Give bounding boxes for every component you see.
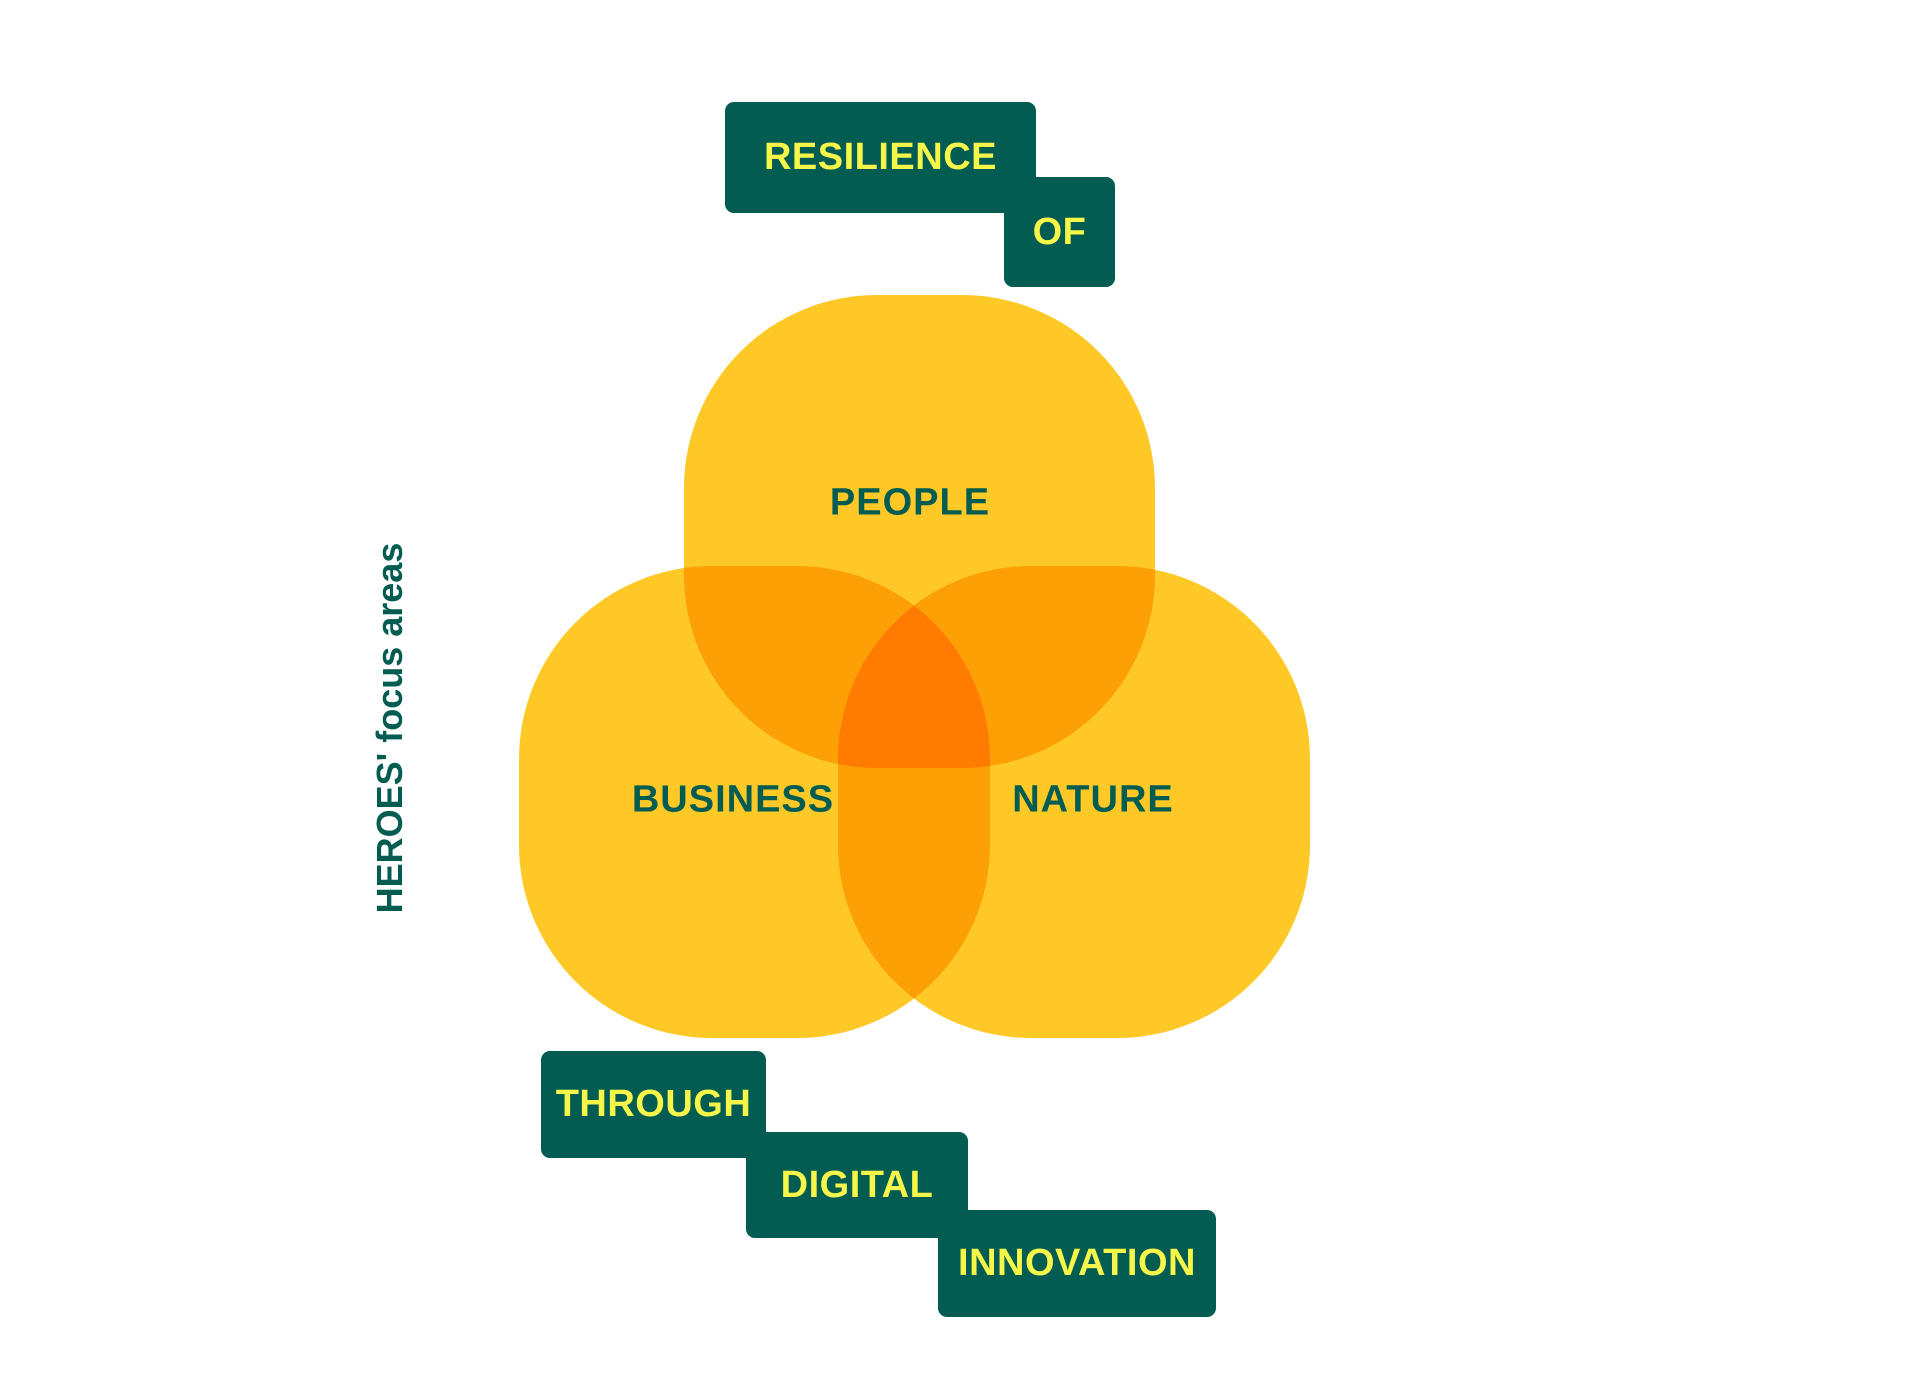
- set-label-people: PEOPLE: [829, 481, 991, 524]
- footer-word: DIGITAL: [780, 1163, 934, 1206]
- footer-word: THROUGH: [555, 1083, 752, 1125]
- header-word: OF: [1032, 210, 1087, 253]
- footer-box-digital: DIGITAL: [746, 1132, 968, 1238]
- set-label-nature: NATURE: [1012, 778, 1174, 821]
- set-label-business: BUSINESS: [631, 778, 835, 821]
- footer-word: INNOVATION: [958, 1242, 1196, 1284]
- header-box-resilience: RESILIENCE: [725, 102, 1036, 213]
- side-label: HEROES' focus areas: [369, 542, 410, 914]
- footer-box-innovation: INNOVATION: [938, 1210, 1216, 1317]
- header-box-of: OF: [1004, 177, 1115, 287]
- header-word: RESILIENCE: [763, 136, 998, 178]
- overlap-all: [838, 566, 990, 768]
- footer-box-through: THROUGH: [541, 1051, 766, 1158]
